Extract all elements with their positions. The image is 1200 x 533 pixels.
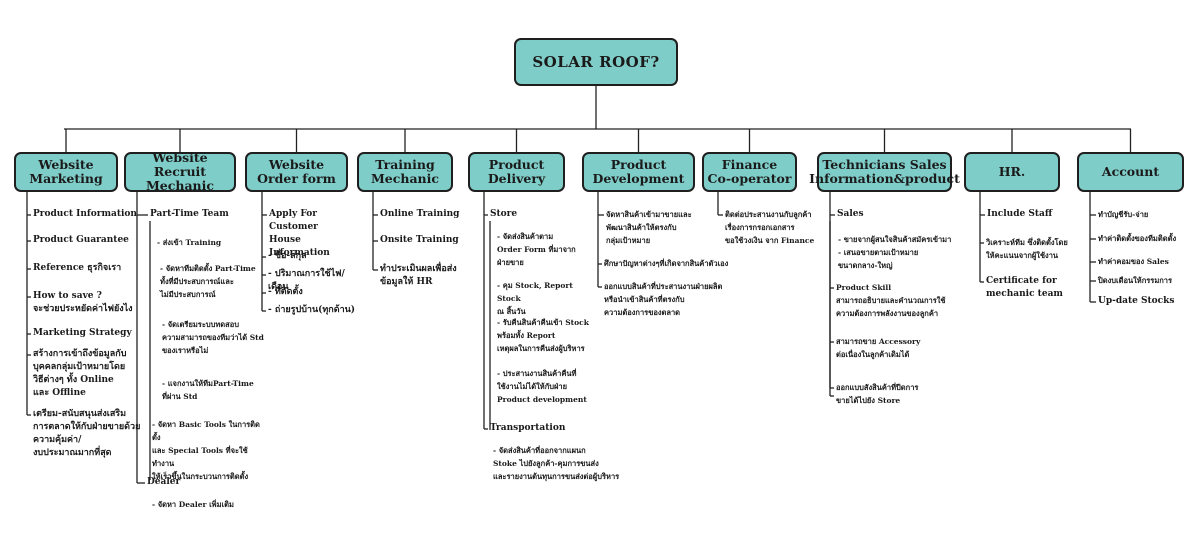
training-item-evaluate: ทำประเมินผลเพื่อส่ง ข้อมูลให้ HR — [380, 264, 457, 287]
hr-item-analyze-team: วิเคราะห์ทีม ซึ่งติดตั้งโดย ให้คะแนนจากผ… — [986, 238, 1068, 260]
header-account: Account — [1077, 152, 1184, 192]
account-item: ปิดงบเดือนให้กรรมการ — [1098, 276, 1173, 285]
training-item-onsite: Onsite Training — [380, 235, 459, 245]
root-node-solar-roof: SOLAR ROOF? — [514, 38, 678, 86]
header-website-order-form: Website Order form — [245, 152, 348, 192]
header-product-delivery: Product Delivery — [468, 152, 565, 192]
order-subitem: - ชื่อ-สกุล — [268, 251, 307, 261]
header-training-mechanic: Training Mechanic — [357, 152, 453, 192]
development-item: จัดหาสินค้าเข้ามาขายและ พัฒนาสินค้าให้ตร… — [606, 210, 692, 245]
account-item: ทำค่าติดตั้งของทีมติดตั้ง — [1098, 234, 1177, 243]
tech-sales-subitem: - ขายจากผู้สนใจสินค้าสมัครเข้ามา - เสนอข… — [838, 235, 952, 270]
order-subitem: - ปริมาณการใช้ไฟ/เดือน — [268, 269, 345, 292]
header-technicians-sales: Technicians Sales Information&product — [809, 152, 960, 192]
recruit-item-part-time-team: Part-Time Team — [150, 209, 229, 219]
hr-item-certificate: Certificate for mechanic team — [986, 276, 1063, 299]
account-item: ทำค่าคอมของ Sales — [1098, 257, 1169, 266]
recruit-subitem: - จัดหา Basic Tools ในการติดตั้ง และ Spe… — [152, 420, 260, 481]
header-hr: HR. — [964, 152, 1060, 192]
header-finance-co-operator: Finance Co-operator — [702, 152, 797, 192]
recruit-subitem: - จัดหา Dealer เพิ่มเติม — [152, 500, 234, 509]
recruit-item-dealer: Dealer — [147, 477, 181, 487]
order-subitem: - ถ่ายรูปบ้าน(ทุกด้าน) — [268, 305, 356, 315]
delivery-item-transportation: Transportation — [490, 423, 566, 433]
tech-sales-item-accessory: สามารถขาย Accessory ต่อเนื่องในลูกค้าเดิ… — [836, 337, 921, 359]
recruit-subitem: - จัดหาทีมติดตั้ง Part-Time ทั้งที่มีประ… — [160, 264, 256, 299]
account-item-update-stocks: Up-date Stocks — [1098, 296, 1175, 306]
marketing-item-product-information: Product Information — [33, 209, 137, 219]
delivery-item-store: Store — [490, 209, 518, 219]
tech-sales-item-sales: Sales — [837, 209, 864, 219]
marketing-item-how-to-save: How to save ? จะช่วยประหยัดค่าไฟยังไง — [33, 291, 133, 314]
delivery-subitem: - ประสานงานสินค้าคืนที่ ใช้งานไม่ได้ให้ก… — [497, 369, 587, 404]
marketing-item-product-guarantee: Product Guarantee — [33, 235, 129, 245]
header-product-development: Product Development — [582, 152, 695, 192]
development-item: ออกแบบสินค้าที่ประสานงานฝ่ายผลิต หรือนำเ… — [604, 282, 723, 317]
finance-item: ติดต่อประสานงานกับลูกค้า เรื่องการกรอกเอ… — [725, 210, 815, 245]
delivery-subitem: - คุม Stock, Report Stock ณ สิ้นวัน — [497, 281, 573, 316]
header-website-recruit-mechanic: Website Recruit Mechanic — [124, 151, 236, 193]
tech-sales-item-design: ออกแบบสังสินค้าที่ปีดการ ขายได้ไปยัง Sto… — [836, 383, 919, 405]
delivery-subitem: - จัดส่งสินค้าที่ออกจากแผนก Stoke ไปยังล… — [493, 446, 620, 481]
development-item: ศึกษาปัญหาต่างๆที่เกิดจากสินค้าตัวเอง — [604, 259, 729, 268]
marketing-item-strategy: Marketing Strategy — [33, 328, 132, 338]
recruit-subitem: - จัดเตรียมระบบทดสอบ ความสามารถของทีมว่า… — [162, 320, 264, 355]
marketing-item-reference: Reference ธุรกิจเรา — [33, 263, 122, 273]
training-item-online: Online Training — [380, 209, 460, 219]
hr-item-include-staff: Include Staff — [987, 209, 1053, 219]
order-subitem: - ที่ติดตั้ง — [268, 287, 303, 297]
header-website-marketing: Website Marketing — [14, 152, 118, 192]
account-item: ทำบัญชีรับ-จ่าย — [1098, 210, 1149, 219]
recruit-subitem: - แจกงานให้ทีมPart-Time ที่ผ่าน Std — [162, 379, 254, 401]
marketing-item-target-access: สร้างการเข้าถึงข้อมูลกับ บุคคลกลุ่มเป้าห… — [33, 349, 127, 398]
delivery-subitem: - จัดส่งสินค้าตาม Order Form ที่มาจาก ฝ่… — [497, 232, 576, 267]
marketing-item-sales-support: เตรียม-สนับสนุนส่งเสริม การตลาดให้กับฝ่า… — [33, 409, 141, 458]
tech-sales-item-product-skill: Product Skill สามารถอธิบายและคำนวณการใช้… — [836, 283, 946, 318]
order-item-apply-customer-info: Apply For Customer House Information — [269, 209, 330, 258]
delivery-subitem: - รับคืนสินค้าคืนเข้า Stock พร้อมทั้ง Re… — [497, 318, 589, 353]
recruit-subitem: - ส่งเข้า Training — [157, 238, 222, 247]
